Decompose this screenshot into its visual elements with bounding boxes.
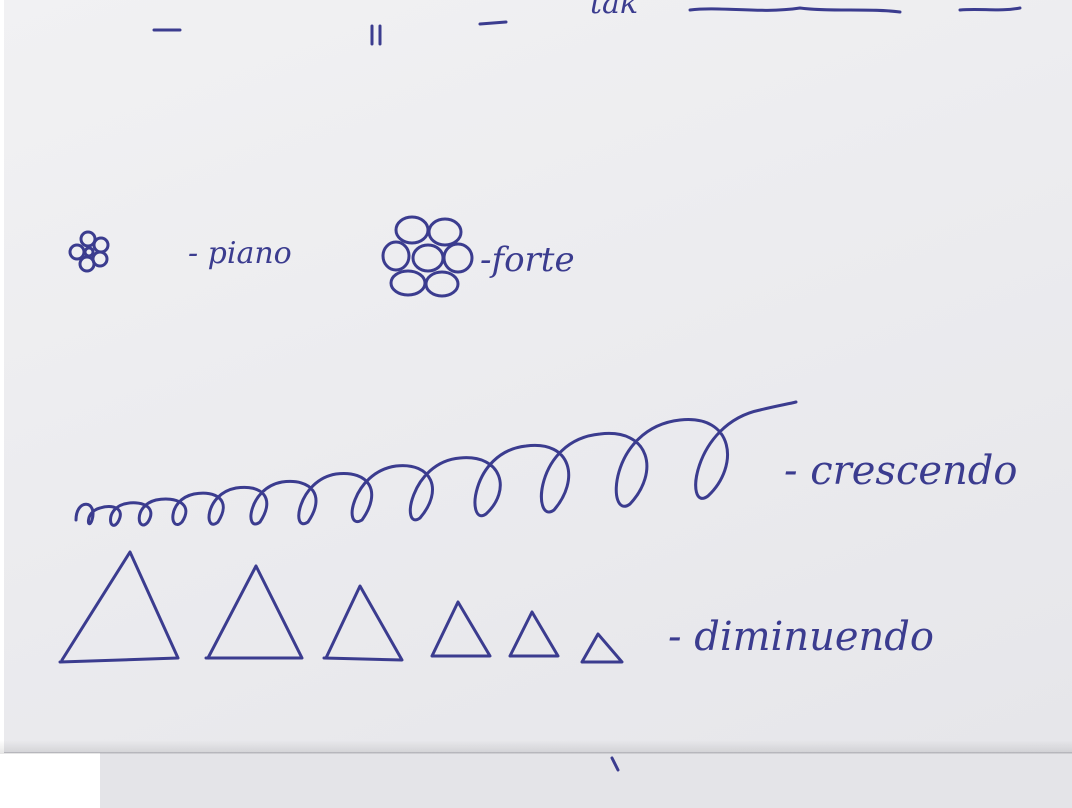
large-flower-icon [383, 217, 472, 296]
triangle-icon [60, 552, 622, 662]
bottom-ink-mark [612, 758, 618, 770]
crescendo-label: - crescendo [784, 448, 1017, 494]
loop-spiral-icon [76, 402, 796, 525]
piano-label: - piano [188, 236, 292, 271]
diminuendo-label: - diminuendo [668, 614, 934, 660]
forte-label: -forte [480, 240, 575, 280]
small-flower-icon [70, 232, 108, 271]
top-row-marks [154, 8, 1020, 44]
top-text-fragment: tak [590, 0, 638, 21]
